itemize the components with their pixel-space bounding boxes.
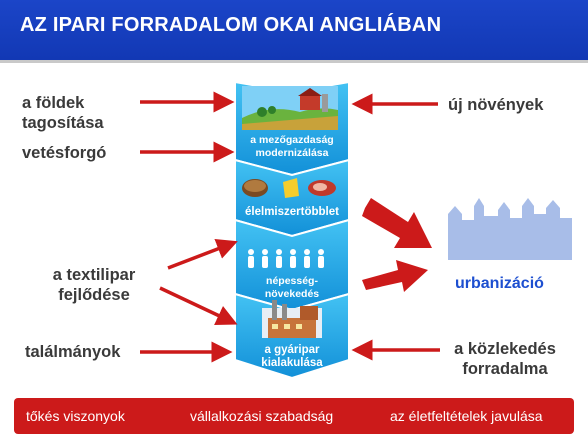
chain-step-4-line1: a gyáripar: [264, 344, 320, 356]
factory-picture: [262, 300, 322, 338]
label-kozlekedes-line2: forradalma: [462, 360, 548, 378]
footer-item-szabadsag: vállalkozási szabadság: [190, 408, 334, 424]
footer-bar: tőkés viszonyok vállalkozási szabadság a…: [14, 398, 574, 434]
label-textilipar-line2: fejlődése: [58, 286, 130, 304]
city-skyline-picture: [448, 198, 572, 260]
label-textilipar-line1: a textilipar: [52, 266, 136, 284]
chain-step-1-line1: a mezőgazdaság: [250, 134, 334, 146]
chain-step-2-text: élelmiszertöbblet: [245, 206, 339, 218]
label-foldek-line1: a földek: [22, 94, 85, 112]
arrow-textil-down: [159, 286, 238, 326]
page-title: AZ IPARI FORRADALOM OKAI ANGLIÁBAN: [20, 14, 442, 36]
chain-step-4-text: a gyáripar kialakulása: [236, 344, 348, 370]
label-foldek-line2: tagosítása: [22, 114, 104, 132]
arrow-elelmiszer-urban: [362, 198, 432, 248]
chain-step-3-line1: népesség-: [266, 275, 318, 287]
chain-step-4-line2: kialakulása: [261, 357, 323, 369]
label-kozlekedes-line1: a közlekedés: [454, 340, 556, 358]
left-arrows: [140, 91, 238, 363]
arrow-nepesseg-urban: [362, 260, 428, 292]
chain-step-3-line2: növekedés: [264, 288, 320, 300]
footer-item-eletfeltetelek: az életfeltételek javulása: [390, 408, 543, 424]
label-vetesforgo: vetésforgó: [22, 144, 107, 162]
chain-step-1-text: a mezőgazdaság modernizálása: [236, 134, 348, 160]
arrow-textil-up: [167, 238, 238, 270]
right-arrows: [351, 93, 440, 361]
header-bar: AZ IPARI FORRADALOM OKAI ANGLIÁBAN: [0, 0, 588, 60]
header-divider: [0, 60, 588, 63]
label-kozlekedes: a közlekedés forradalma: [446, 339, 564, 379]
farm-picture: [242, 86, 338, 130]
label-uj-novenyek: új növények: [448, 96, 544, 114]
label-urbanizacio: urbanizáció: [455, 275, 544, 292]
label-talalmanyok: találmányok: [25, 343, 121, 361]
chain-step-3-text: népesség- növekedés: [236, 275, 348, 301]
label-foldek-tagositasa: a földek tagosítása: [22, 93, 104, 133]
footer-item-tokes: tőkés viszonyok: [26, 408, 125, 424]
label-textilipar: a textilipar fejlődése: [38, 265, 150, 305]
people-icons: [248, 249, 324, 268]
urbanization-arrows: [362, 198, 432, 292]
food-icons: [242, 178, 336, 198]
chain-step-1-line2: modernizálása: [255, 147, 329, 159]
